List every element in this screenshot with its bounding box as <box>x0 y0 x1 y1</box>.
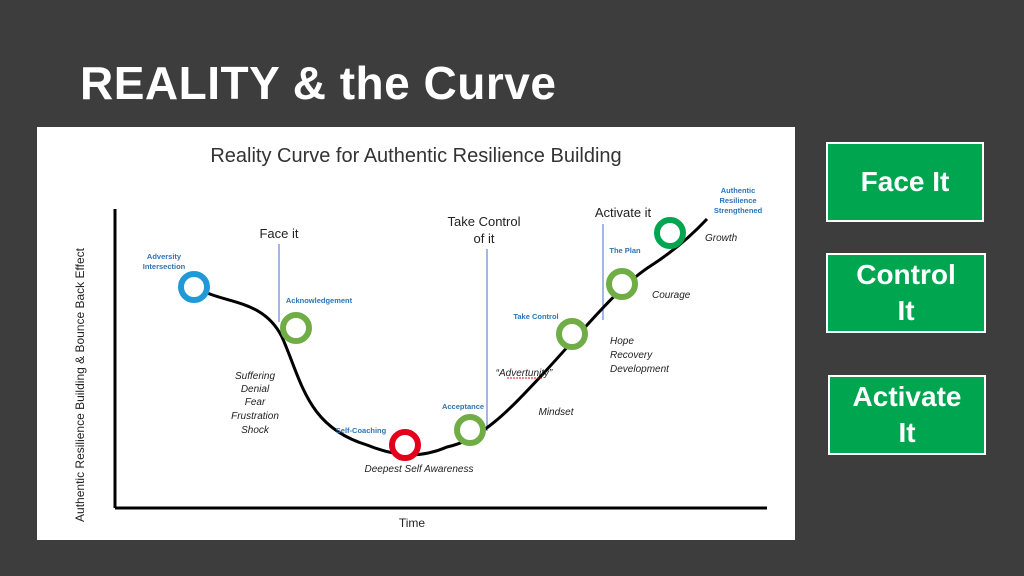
diagram-title: Reality Curve for Authentic Resilience B… <box>210 145 621 167</box>
note-shock: Shock <box>241 425 270 436</box>
note-recovery: Recovery <box>610 350 653 361</box>
face-it-label: Face It <box>860 166 950 197</box>
strengthened-label-1: Authentic <box>721 186 756 195</box>
control-it-label: Control It <box>856 257 956 329</box>
y-axis-label: Authentic Resilience Building & Bounce B… <box>73 247 87 522</box>
note-advertunity: “Advertunity” <box>496 368 553 379</box>
reality-curve-diagram: Reality Curve for Authentic Resilience B… <box>37 127 795 540</box>
note-courage: Courage <box>652 290 691 301</box>
growth-ring <box>654 217 686 249</box>
strengthened-label-3: Strengthened <box>714 206 763 215</box>
control-it-button[interactable]: Control It <box>826 253 986 333</box>
activate-it-button[interactable]: Activate It <box>828 375 986 455</box>
take-control-label: Take Control <box>513 312 558 321</box>
activate-it-line2: It <box>898 417 916 448</box>
acceptance-ring <box>454 414 486 446</box>
adversity-label-2: Intersection <box>143 262 186 271</box>
x-axis-label: Time <box>399 516 426 530</box>
face-it-button[interactable]: Face It <box>826 142 984 222</box>
note-fear: Fear <box>245 397 266 408</box>
note-development: Development <box>610 364 670 375</box>
strengthened-label-2: Resilience <box>719 196 756 205</box>
the-plan-ring <box>606 268 638 300</box>
note-hope: Hope <box>610 336 634 347</box>
note-deepest: Deepest Self Awareness <box>365 464 474 475</box>
control-it-line2: It <box>897 295 915 326</box>
stage-activate-label: Activate it <box>595 205 652 220</box>
note-growth: Growth <box>705 233 738 244</box>
activate-it-line1: Activate <box>852 381 962 412</box>
note-frustration: Frustration <box>231 411 279 422</box>
the-plan-label: The Plan <box>609 246 641 255</box>
acknowledgement-ring <box>280 312 312 344</box>
reality-curve <box>193 217 709 457</box>
note-mindset: Mindset <box>538 407 574 418</box>
adversity-label-1: Adversity <box>147 252 182 261</box>
note-denial: Denial <box>241 384 270 395</box>
stage-control-label-1: Take Control <box>448 214 521 229</box>
self-coaching-ring <box>389 429 421 461</box>
note-suffering: Suffering <box>235 371 275 382</box>
control-it-line1: Control <box>856 259 956 290</box>
stage-control-label-2: of it <box>474 231 495 246</box>
acceptance-label: Acceptance <box>442 402 484 411</box>
self-coaching-label: Self-Coaching <box>336 426 387 435</box>
diagram-canvas: Reality Curve for Authentic Resilience B… <box>73 145 767 530</box>
stage-face-label: Face it <box>259 226 298 241</box>
take-control-ring <box>556 318 588 350</box>
adversity-ring <box>178 271 210 303</box>
slide-title: REALITY & the Curve <box>80 57 557 109</box>
acknowledgement-label: Acknowledgement <box>286 296 353 305</box>
activate-it-label: Activate It <box>853 379 962 451</box>
